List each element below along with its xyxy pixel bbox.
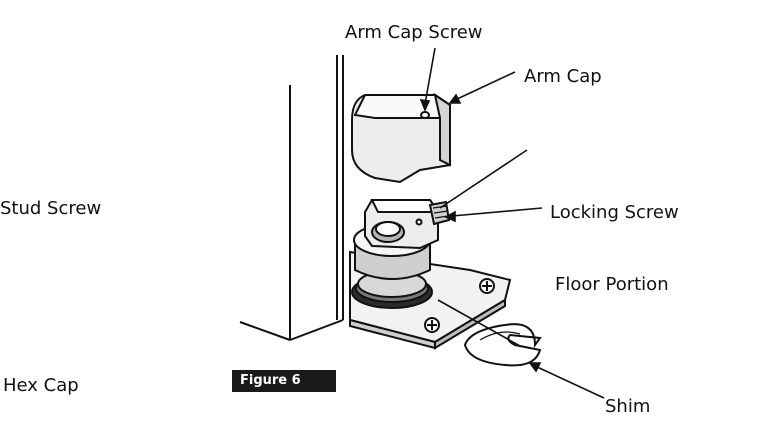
figure-tag: Figure 6 xyxy=(232,370,336,392)
arm-cap-screw-label: Arm Cap Screw xyxy=(345,22,483,43)
shim xyxy=(463,323,542,367)
stud-screw-label: Stud Screw xyxy=(0,198,102,219)
floor-portion-label: Floor Portion xyxy=(555,274,669,295)
leader-lines xyxy=(419,47,605,399)
arm-cap-label: Arm Cap xyxy=(524,66,602,87)
arm-cap xyxy=(351,92,452,184)
locking-screw-label: Locking Screw xyxy=(550,202,679,223)
pivot-assembly xyxy=(349,199,512,350)
hex-cap-label: Hex Cap xyxy=(3,375,79,396)
shim-label: Shim xyxy=(605,396,651,417)
door-panel xyxy=(239,55,344,341)
